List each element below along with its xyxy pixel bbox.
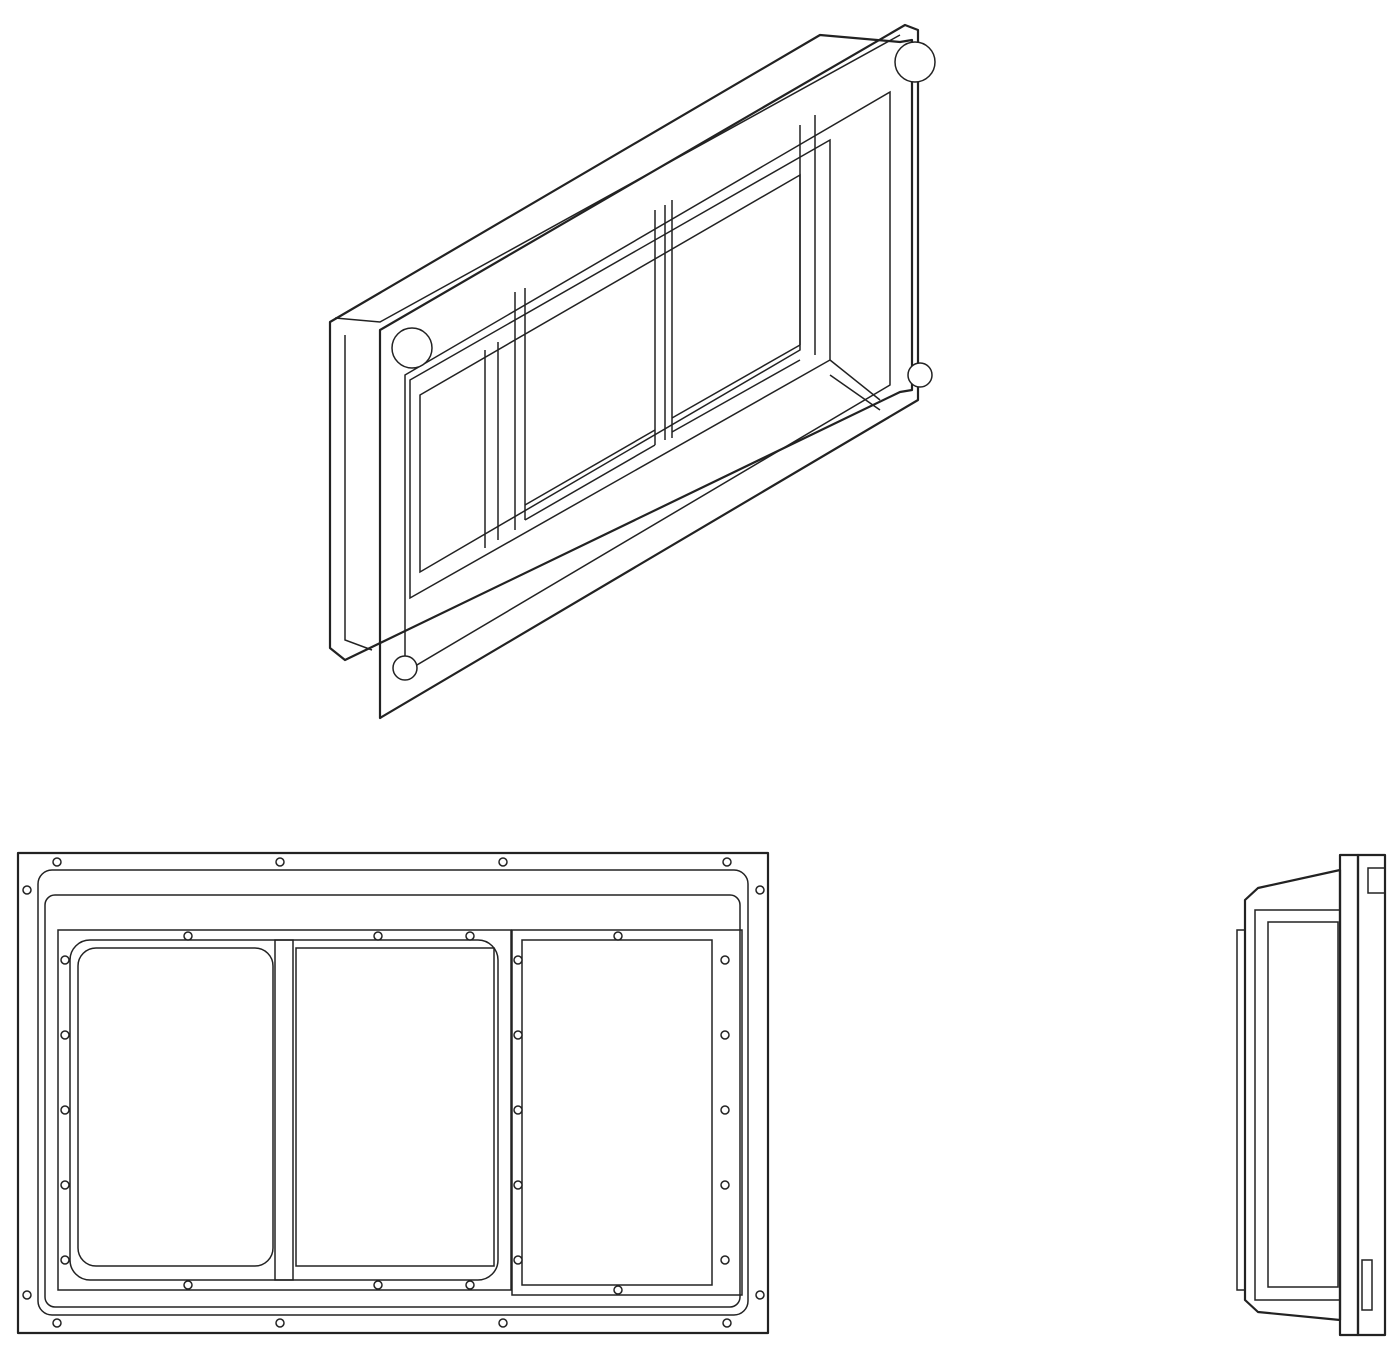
front-view: [16, 851, 770, 1335]
side-view: [1236, 853, 1387, 1337]
front-plate: [378, 23, 920, 720]
boss-icon: [907, 362, 933, 388]
isometric-view: [328, 23, 936, 720]
boss-icon: [391, 327, 433, 369]
box-body: [328, 33, 914, 662]
front-plate-opening: [404, 90, 891, 674]
boss-icon: [392, 655, 418, 681]
boss-icon: [894, 41, 936, 83]
